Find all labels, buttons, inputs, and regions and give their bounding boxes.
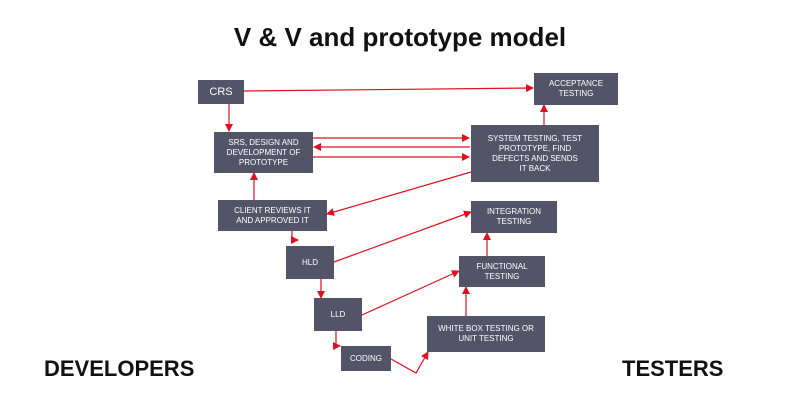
node-acceptance-testing: ACCEPTANCE TESTING xyxy=(534,73,618,105)
testers-label: TESTERS xyxy=(622,356,724,381)
node-hld: HLD xyxy=(286,246,334,279)
arrow-system-to-client xyxy=(326,171,472,216)
arrow-lld-to-coding xyxy=(333,331,341,350)
node-system-testing: SYSTEM TESTING, TEST PROTOTYPE, FIND DEF… xyxy=(471,125,599,182)
developers-label: DEVELOPERS xyxy=(44,356,195,381)
node-coding: CODING xyxy=(341,346,391,371)
arrow-coding-to-wbt xyxy=(390,351,429,374)
node-integration-testing: INTEGRATION TESTING xyxy=(471,201,557,233)
arrow-lld-to-functional xyxy=(361,270,460,316)
node-srs-design-prototype: SRS, DESIGN AND DEVELOPMENT OF PROTOTYPE xyxy=(214,132,313,173)
node-lld: LLD xyxy=(314,298,362,331)
arrow-hld-to-integration xyxy=(333,210,472,263)
diagram-title: V & V and prototype model xyxy=(233,22,567,52)
node-crs: CRS xyxy=(198,80,244,104)
arrow-client-to-hld xyxy=(291,231,299,244)
arrow-crs-to-acceptance xyxy=(243,84,534,93)
node-client-review: CLIENT REVIEWS IT AND APPROVED IT xyxy=(218,200,327,231)
node-functional-testing: FUNCTIONAL TESTING xyxy=(459,256,545,287)
node-white-box-unit-testing: WHITE BOX TESTING OR UNIT TESTING xyxy=(427,316,545,352)
